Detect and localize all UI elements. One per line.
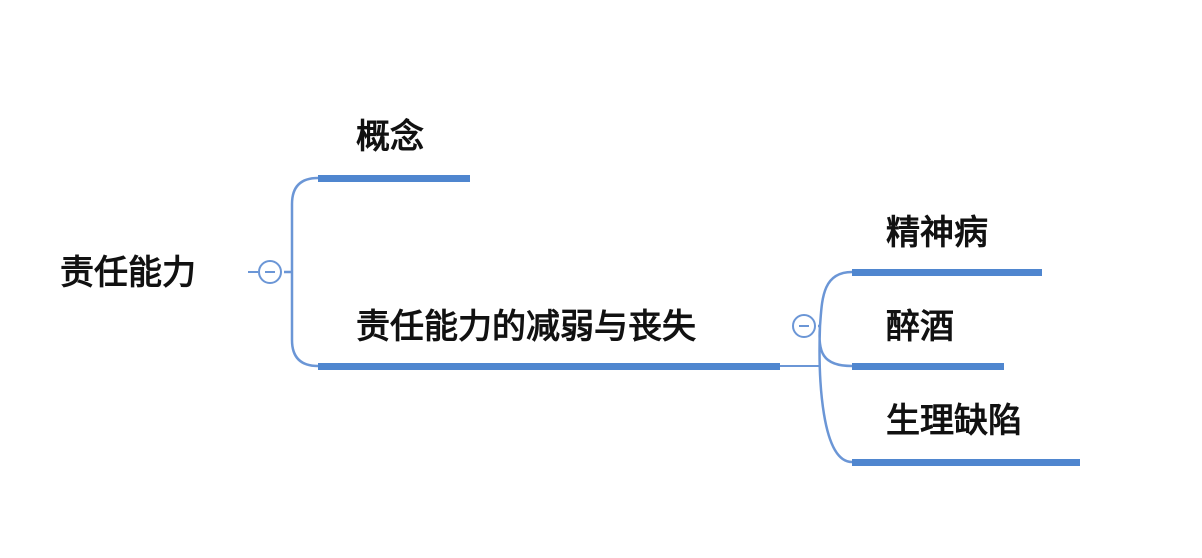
child-physical-defect-label[interactable]: 生理缺陷 (886, 401, 1022, 441)
root-bracket (284, 176, 319, 368)
branch-reduction-underline (318, 363, 780, 370)
child-mental-illness-label[interactable]: 精神病 (886, 213, 988, 253)
minus-circle-icon (265, 271, 275, 273)
sub-bracket (818, 270, 853, 464)
child-drunk-label[interactable]: 醉酒 (886, 307, 954, 347)
child-drunk-underline (852, 363, 1004, 370)
branch-concept-label[interactable]: 概念 (356, 117, 424, 157)
branch-concept-underline (318, 175, 470, 182)
minus-circle-icon (799, 325, 809, 327)
root-collapse-button[interactable] (258, 260, 282, 284)
branch-reduction-collapse-button[interactable] (792, 314, 816, 338)
branch-reduction-label[interactable]: 责任能力的减弱与丧失 (356, 307, 696, 347)
child-mental-illness-underline (852, 269, 1042, 276)
child-physical-defect-underline (852, 459, 1080, 466)
root-node-label[interactable]: 责任能力 (60, 253, 196, 293)
